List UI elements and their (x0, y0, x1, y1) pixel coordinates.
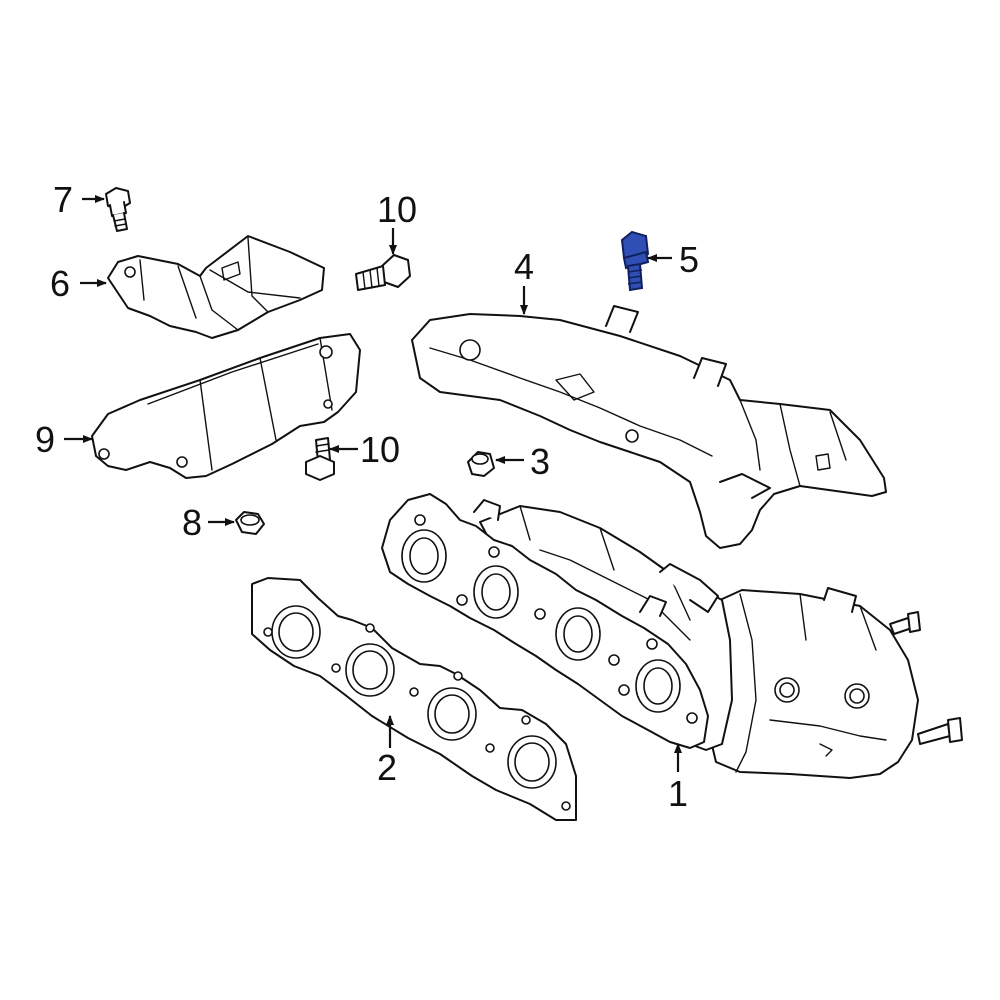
part-4-heat-shield[interactable] (411, 305, 887, 549)
callout-10-lower: 10 (360, 429, 400, 470)
part-2-gasket[interactable] (251, 577, 577, 821)
part-10-bolt-lower[interactable] (305, 437, 335, 481)
callout-labels: 7 6 10 5 4 9 10 3 8 2 1 (35, 179, 699, 814)
callout-1: 1 (668, 773, 688, 814)
part-1-exhaust-manifold[interactable] (381, 493, 963, 779)
part-9-heat-shield[interactable] (91, 333, 361, 479)
callout-8: 8 (182, 502, 202, 543)
part-6-heat-shield[interactable] (107, 235, 325, 339)
callout-4: 4 (514, 246, 534, 287)
callout-6: 6 (50, 263, 70, 304)
callout-3: 3 (530, 441, 550, 482)
part-8-nut[interactable] (235, 511, 265, 535)
callout-arrows (64, 195, 682, 772)
callout-7: 7 (53, 179, 73, 220)
callout-9: 9 (35, 419, 55, 460)
callout-5: 5 (679, 239, 699, 280)
part-3-nut[interactable] (467, 451, 495, 477)
part-7-bolt[interactable] (105, 187, 131, 232)
part-5-bolt-highlighted[interactable] (620, 230, 650, 292)
callout-10-upper: 10 (377, 189, 417, 230)
callout-2: 2 (377, 747, 397, 788)
part-10-bolt-upper[interactable] (355, 254, 411, 291)
